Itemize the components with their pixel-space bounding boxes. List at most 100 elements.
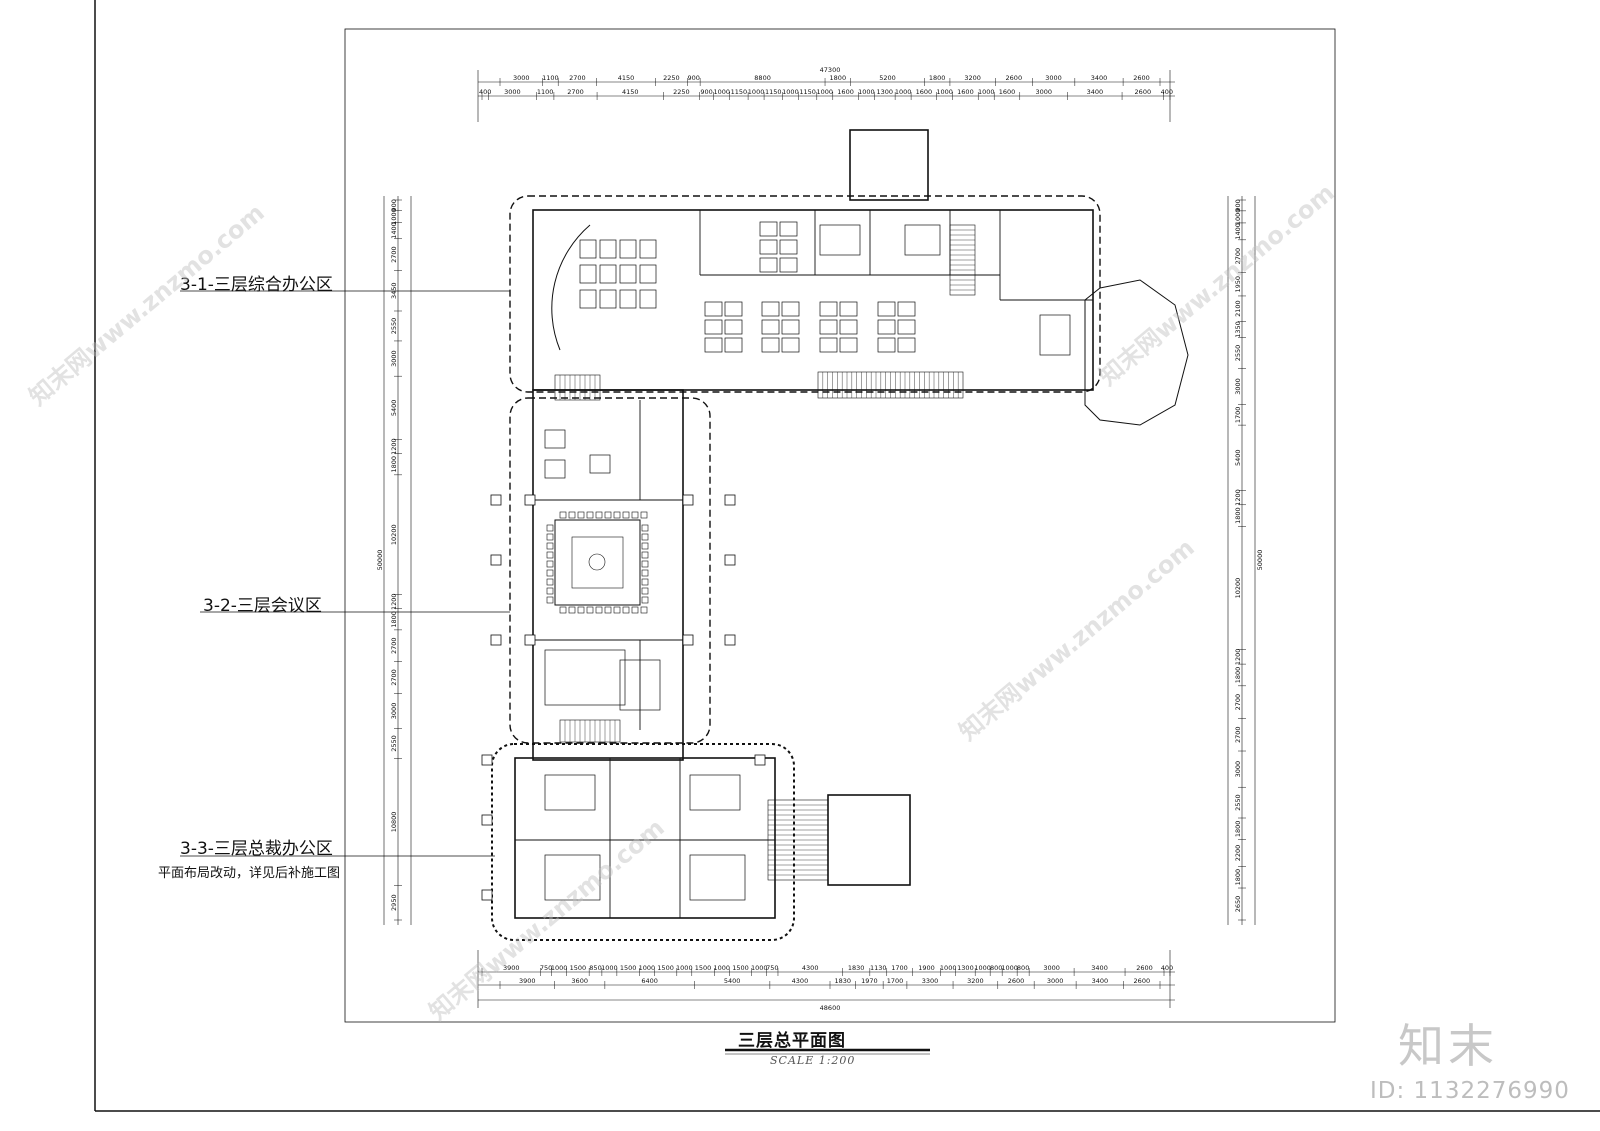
desk xyxy=(904,224,941,256)
dim-label: 1300 xyxy=(876,88,893,96)
dim-label: 1400 xyxy=(390,222,398,239)
workstation xyxy=(579,239,597,259)
dim-label: 1400 xyxy=(1234,223,1242,240)
dim-label: 6400 xyxy=(641,977,658,985)
column xyxy=(481,889,493,901)
drawing-title: 三层总平面图 xyxy=(738,1031,846,1051)
dim-label: 1350 xyxy=(1234,321,1242,338)
workstation xyxy=(599,239,617,259)
dim-label: 3000 xyxy=(1234,761,1242,778)
dim-label: 2250 xyxy=(673,88,690,96)
dim-label: 1000 xyxy=(817,88,834,96)
chair xyxy=(641,560,649,568)
right-dimension-chain xyxy=(1227,196,1256,925)
dim-label: 900 xyxy=(390,199,398,211)
dim-label: 2200 xyxy=(1234,845,1242,862)
interior-partitions xyxy=(515,210,1093,918)
drawing-scale: SCALE 1:200 xyxy=(770,1054,856,1067)
furniture xyxy=(544,221,1071,901)
column xyxy=(682,494,694,506)
workstation xyxy=(877,301,896,317)
workstation xyxy=(897,319,916,335)
desk xyxy=(544,459,566,479)
workstation xyxy=(819,337,838,353)
chair xyxy=(604,511,612,519)
chair xyxy=(641,578,649,586)
column xyxy=(481,814,493,826)
dim-label: 3400 xyxy=(1091,964,1108,972)
dim-label: 1600 xyxy=(837,88,854,96)
dim-label: 3900 xyxy=(519,977,536,985)
workstation xyxy=(839,319,858,335)
watermark-id: ID: 1132276990 xyxy=(1370,1078,1570,1104)
workstation xyxy=(619,239,637,259)
dim-label: 1830 xyxy=(835,977,852,985)
dim-label: 2700 xyxy=(1234,694,1242,711)
workstation xyxy=(759,239,778,255)
workstation xyxy=(897,337,916,353)
dim-label: 2550 xyxy=(390,318,398,335)
dim-label: 3400 xyxy=(1087,88,1104,96)
dim-label: 2700 xyxy=(567,88,584,96)
dim-label: 900 xyxy=(700,88,712,96)
dim-label: 3000 xyxy=(390,350,398,367)
dim-label: 3000 xyxy=(390,703,398,720)
executive-desk xyxy=(689,774,741,811)
dim-label: 1500 xyxy=(695,964,712,972)
watermark-logo: 知末 xyxy=(1398,1019,1498,1073)
workstation xyxy=(877,337,896,353)
desk xyxy=(819,224,861,256)
chair xyxy=(577,606,585,614)
dim-label: 5400 xyxy=(1234,449,1242,466)
chair xyxy=(613,511,621,519)
chair xyxy=(568,606,576,614)
dim-label: 3000 xyxy=(504,88,521,96)
workstation xyxy=(839,337,858,353)
workstation xyxy=(781,337,800,353)
dim-label: 4300 xyxy=(802,964,819,972)
dim-label: 1500 xyxy=(620,964,637,972)
dim-label: 2600 xyxy=(1136,964,1153,972)
dim-label: 3200 xyxy=(967,977,984,985)
column xyxy=(490,554,502,566)
dim-label: 2650 xyxy=(1234,896,1242,913)
workstation xyxy=(761,301,780,317)
dim-label: 1000 xyxy=(1234,209,1242,226)
dim-label: 2600 xyxy=(1008,977,1025,985)
dim-label: 4300 xyxy=(792,977,809,985)
dim-total-label: 47300 xyxy=(820,66,841,74)
dim-label: 400 xyxy=(1161,964,1173,972)
executive-desk xyxy=(689,854,746,901)
conference-chairs xyxy=(546,511,649,614)
workstation xyxy=(819,301,838,317)
dim-label: 1000 xyxy=(601,964,618,972)
column xyxy=(724,554,736,566)
dim-label: 5200 xyxy=(879,74,896,82)
workstation xyxy=(639,289,657,309)
dim-label: 1000 xyxy=(390,208,398,225)
dim-label: 1600 xyxy=(999,88,1016,96)
dim-label: 1800 xyxy=(929,74,946,82)
chair xyxy=(641,524,649,532)
chair xyxy=(546,551,554,559)
workstation xyxy=(759,257,778,273)
dim-label: 3000 xyxy=(1047,977,1064,985)
chair xyxy=(640,511,648,519)
dim-label: 1300 xyxy=(957,964,974,972)
dim-label: 1000 xyxy=(940,964,957,972)
dim-label: 750 xyxy=(766,964,778,972)
dim-label: 1100 xyxy=(537,88,554,96)
bottom-dimension-chain xyxy=(477,950,1175,1008)
dim-label: 2100 xyxy=(1234,300,1242,317)
dim-label: 1000 xyxy=(551,964,568,972)
dim-label: 5400 xyxy=(724,977,741,985)
chair xyxy=(568,511,576,519)
meeting-table xyxy=(1039,314,1071,356)
dim-label: 8800 xyxy=(754,74,771,82)
dim-label: 850 xyxy=(589,964,601,972)
dim-label: 1500 xyxy=(657,964,674,972)
dim-total-label: 50000 xyxy=(376,550,384,571)
round-office-bay xyxy=(551,224,591,351)
